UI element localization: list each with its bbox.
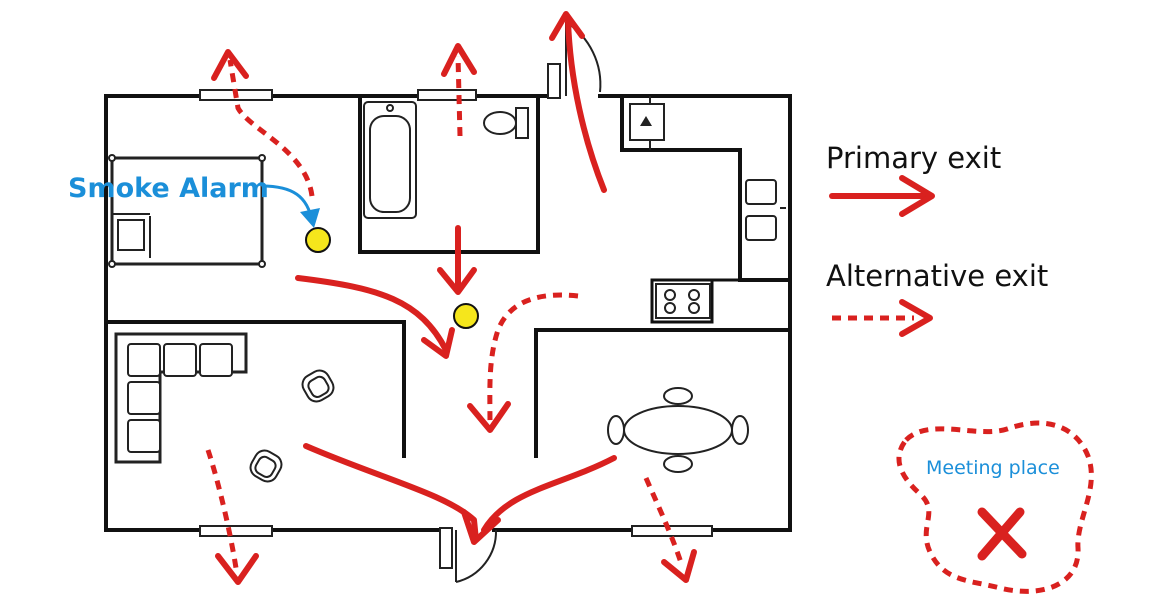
dining-table (607, 387, 749, 473)
toilet (483, 107, 529, 139)
meeting-place: Meeting place (896, 420, 1094, 594)
kitchen-appliance (629, 103, 665, 141)
smoke-alarm-bedroom (305, 227, 331, 253)
bathtub (363, 101, 417, 219)
window-top-middle (417, 89, 477, 101)
alternative-exit-route-hallway (467, 292, 579, 433)
bed (108, 154, 266, 268)
legend: Primary exit Alternative exit (826, 141, 1048, 337)
meeting-place-boundary (896, 420, 1094, 594)
alternative-exit-route-dining (643, 476, 697, 583)
smoke-alarm-hallway (453, 303, 479, 329)
primary-exit-route-kitchen (549, 11, 607, 193)
sofa (114, 332, 248, 464)
alternative-exit-route-bedroom (211, 49, 315, 197)
smoke-alarm-label: Smoke Alarm (68, 173, 269, 204)
alternative-exit-route-bathroom (441, 43, 477, 137)
window-bottom-left (199, 525, 273, 537)
kitchen-sink (745, 179, 786, 241)
x-mark-icon (977, 507, 1027, 561)
alternative-exit-label: Alternative exit (826, 259, 1048, 293)
interior-walls (104, 94, 792, 458)
armchair (249, 369, 335, 483)
door-bottom (439, 527, 498, 583)
outer-walls (104, 94, 792, 532)
primary-exit-route-bedroom (295, 275, 455, 359)
meeting-place-label: Meeting place (926, 457, 1060, 479)
smoke-alarm-callout: Smoke Alarm (68, 173, 320, 228)
primary-exit-route-bathroom (437, 225, 477, 295)
primary-exit-label: Primary exit (826, 141, 1001, 175)
stove (655, 283, 711, 319)
alternative-exit-route-living-left (205, 449, 259, 585)
window-bottom-right (631, 525, 713, 537)
primary-exit-route-living (303, 443, 617, 545)
